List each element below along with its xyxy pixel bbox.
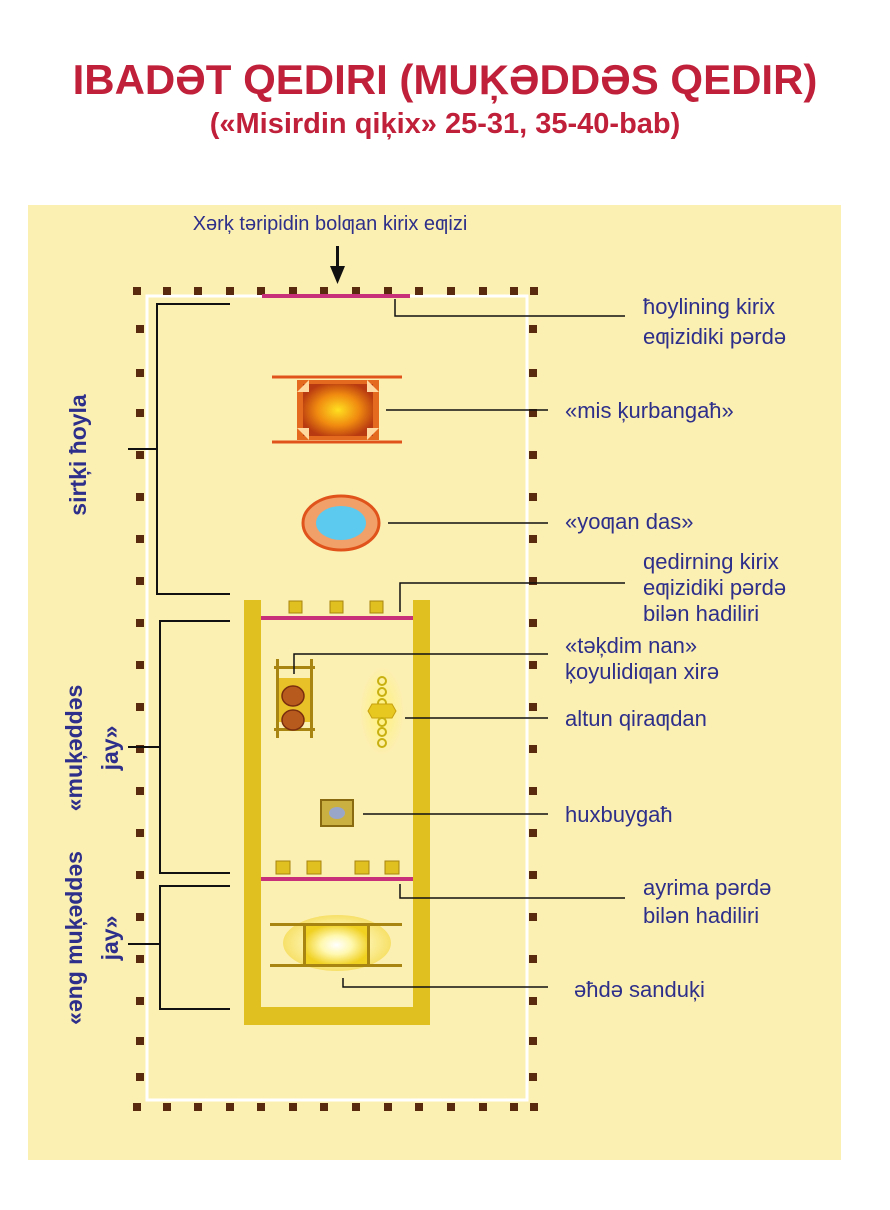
courtyard-posts: [133, 287, 538, 1111]
most-holy-label-2: jay»: [97, 916, 123, 962]
inner-veil: [261, 877, 413, 881]
page-subtitle: («Misirdin qiķix» 25-31, 35-40-bab): [209, 108, 681, 140]
page-title: IBADƏT QEDIRI (MUĶƏDDƏS QEDIR): [72, 56, 818, 103]
table-label-1: «təķdim nan»: [565, 633, 697, 658]
diagram-background: [28, 205, 841, 1160]
section-brackets: [128, 303, 230, 1010]
entrance-label: Xərķ təripidin bolƣan kirix eƣizi: [193, 213, 468, 235]
showbread-table-icon: [274, 659, 315, 738]
veil-label-2: bilən hadiliri: [643, 903, 759, 928]
item-labels: ħoylining kirix eƣizidiki pərdə «mis ķur…: [565, 294, 786, 1002]
leader-lines: [293, 299, 625, 988]
ark-icon: [270, 915, 402, 971]
holy-place-label-1: «muķəddəs: [61, 685, 87, 812]
tent-curtain-label-3: bilən hadiliri: [643, 601, 759, 626]
incense-altar-icon: [320, 799, 354, 827]
laver-icon: [301, 494, 381, 552]
tent-curtain-label-1: qedirning kirix: [643, 549, 779, 574]
court-entrance-curtain: [262, 294, 410, 298]
laver-label: «yoƣan das»: [565, 509, 693, 534]
lampstand-icon: [360, 667, 404, 755]
incense-altar-label: huxbuygaħ: [565, 802, 673, 827]
tent-entrance-curtain: [261, 616, 413, 620]
table-label-2: ķoyulidiƣan xirə: [565, 659, 719, 684]
entrance-pillars: [288, 600, 384, 614]
holy-place-label-2: jay»: [97, 726, 123, 772]
arrow-down-icon: [330, 246, 345, 284]
veil-pillars: [275, 860, 400, 875]
outer-court-label: sirtķi ħoyla: [65, 394, 91, 516]
altar-label: «mis ķurbangaħ»: [565, 398, 734, 423]
most-holy-label-1: «əng muķəddəs: [61, 851, 87, 1025]
court-curtain-label-2: eƣizidiki pərdə: [643, 324, 786, 349]
lampstand-label: altun qiraƣdan: [565, 706, 707, 731]
bronze-altar-icon: [272, 375, 402, 444]
veil-label-1: ayrima pərdə: [643, 875, 771, 900]
tabernacle-walls: [244, 600, 430, 1025]
ark-label: əħdə sanduķi: [574, 977, 705, 1002]
court-curtain-label-1: ħoylining kirix: [643, 294, 775, 319]
tent-curtain-label-2: eƣizidiki pərdə: [643, 575, 786, 600]
